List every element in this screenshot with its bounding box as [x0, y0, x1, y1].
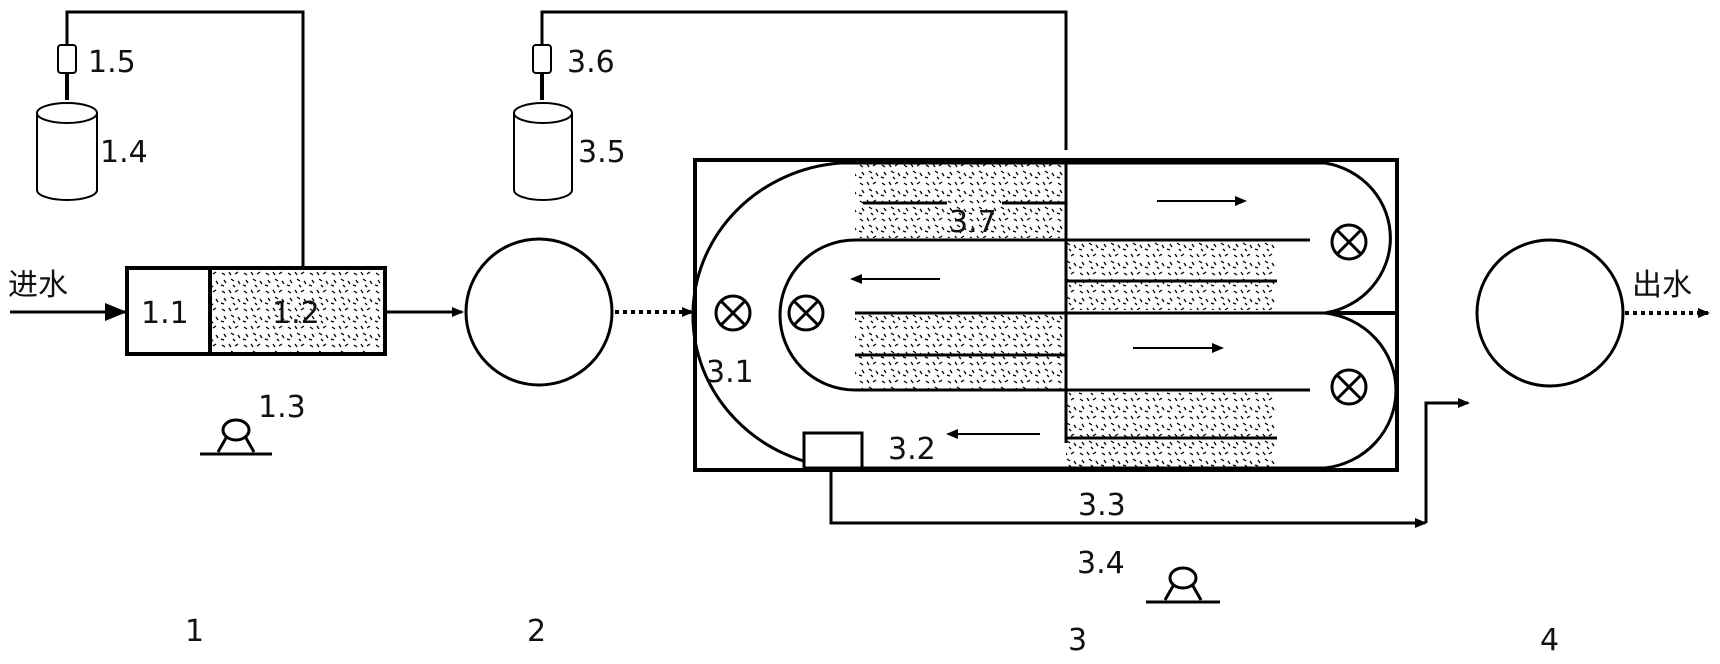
chemical-tank-3-5 [513, 102, 573, 201]
label-1-5: 1.5 [88, 45, 136, 80]
label-1-4: 1.4 [100, 135, 148, 170]
media-plates [855, 201, 1277, 440]
unit-1: 1.5 1.4 进水 1.1 1.2 1.3 1 [8, 10, 464, 649]
chamber-1-1 [125, 266, 212, 356]
aerator-icon-left-outer [714, 294, 752, 332]
unit-3-label: 3 [1068, 623, 1087, 658]
unit-2-label: 2 [527, 614, 546, 649]
label-3-6: 3.6 [567, 45, 615, 80]
tank-4 [1475, 238, 1625, 388]
label-3-7: 3.7 [949, 205, 997, 240]
media-mid-left [855, 312, 1065, 390]
label-1-2: 1.2 [272, 296, 320, 331]
label-1-3: 1.3 [258, 390, 306, 425]
pump-icon-3-4 [1146, 566, 1220, 604]
media-upper-right [1066, 240, 1276, 310]
label-3-2: 3.2 [888, 432, 936, 467]
pipe-to-4 [1424, 398, 1470, 523]
inner-u-wall [778, 238, 1310, 392]
pump-icon-1-3 [200, 418, 272, 456]
unit-4: 出水 4 [1475, 238, 1710, 658]
chemical-tank-1-4 [36, 102, 98, 201]
outflow-label: 出水 [1632, 268, 1692, 303]
media-top-left [855, 163, 1065, 238]
dosing-line-3 [540, 10, 1068, 150]
chamber-1-2 [208, 266, 387, 356]
unit-3: 3.6 3.5 3.7 [513, 10, 1470, 658]
unit-4-label: 4 [1540, 623, 1559, 658]
outer-loop [691, 161, 1398, 470]
aerator-icon-right-top [1330, 223, 1368, 261]
pipe-3-3 [829, 468, 1427, 528]
label-3-5: 3.5 [578, 135, 626, 170]
unit-2: 2 [464, 237, 694, 649]
label-3-3: 3.3 [1078, 488, 1126, 523]
label-3-1: 3.1 [706, 355, 754, 390]
dosing-pump-1-5 [57, 44, 77, 100]
aerator-icon-left-inner [787, 294, 825, 332]
inflow-label: 进水 [8, 268, 68, 303]
unit-1-label: 1 [185, 614, 204, 649]
label-3-4: 3.4 [1077, 546, 1125, 581]
media-bottom-right [1066, 392, 1276, 468]
label-1-1: 1.1 [141, 296, 189, 331]
tank-2 [464, 237, 614, 387]
dosing-pump-3-6 [532, 44, 552, 100]
aerator-icon-right-bottom [1330, 368, 1368, 406]
dosing-line-1 [65, 10, 305, 268]
outlet-box-3-2 [802, 431, 864, 470]
